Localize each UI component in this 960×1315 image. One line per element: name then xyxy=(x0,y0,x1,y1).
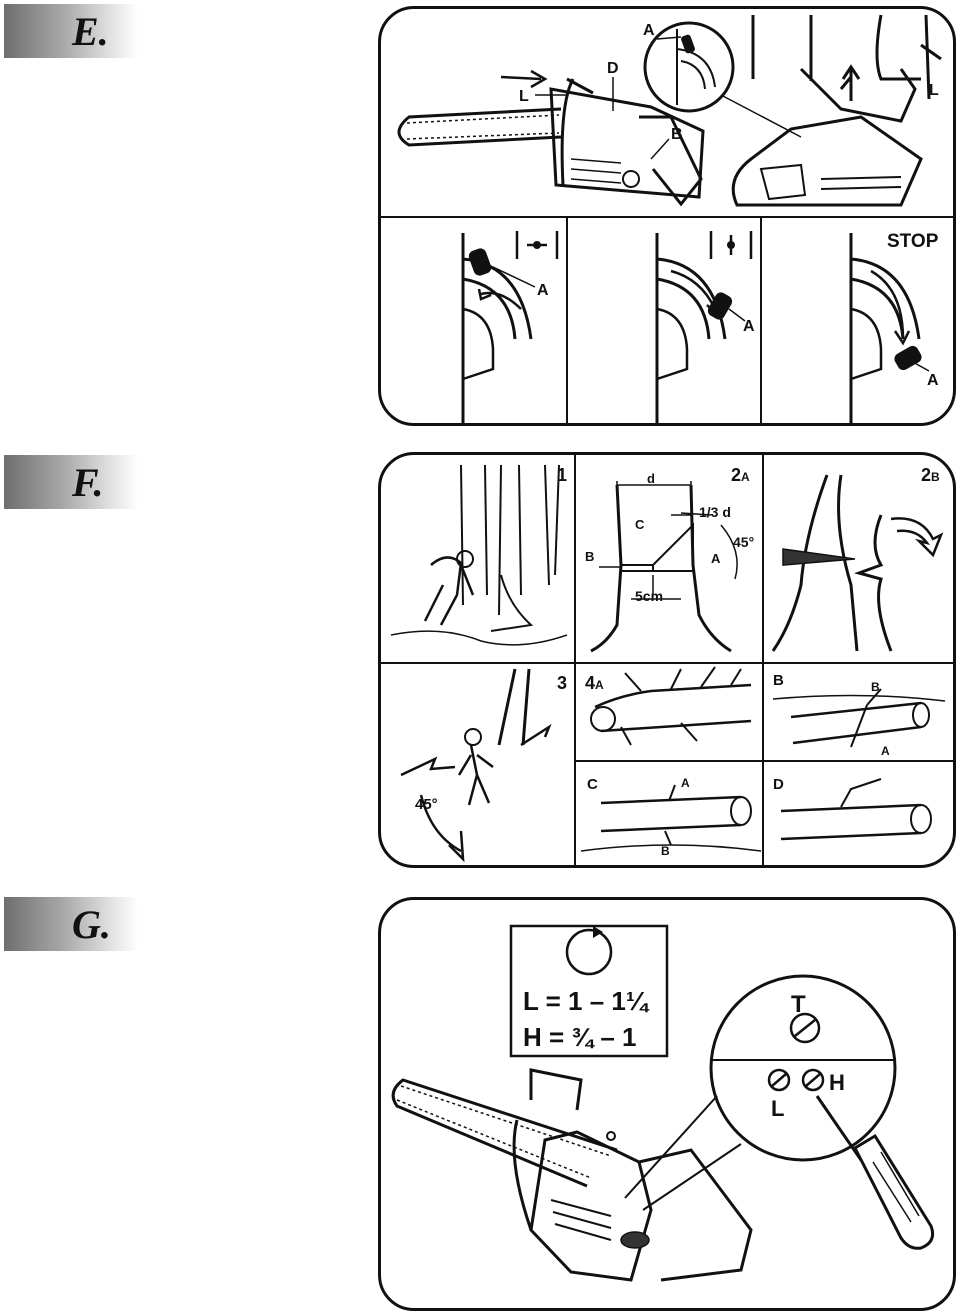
panel-e-illustration: L D B A L xyxy=(381,14,953,423)
formula-h: H = ¾ – 1 xyxy=(523,1022,636,1052)
label-f-4b: B xyxy=(773,672,784,689)
label-f-2b: 2B xyxy=(921,465,940,485)
screwdriver-icon xyxy=(815,1095,935,1250)
label-e-l-right: L xyxy=(929,82,939,99)
label-f-3: 3 xyxy=(557,673,567,693)
section-tab-f: F. xyxy=(4,455,138,509)
bucking-d-illustration xyxy=(780,778,932,841)
label-f-4b-a: A xyxy=(881,744,890,758)
hands-chainsaw-illustration xyxy=(731,14,942,207)
label-f-4c-b: B xyxy=(661,844,670,858)
label-f-45-notch: 45° xyxy=(733,534,754,550)
label-e-stop: STOP xyxy=(887,231,939,252)
carburetor-formula-box xyxy=(509,924,669,1058)
panel-f-illustration: 1 d 1/3 d C B A 45° 5cm 2A 2B xyxy=(381,455,953,865)
section-letter-f: F. xyxy=(72,460,104,505)
label-f-c: C xyxy=(635,517,645,532)
label-f-4c: C xyxy=(587,776,598,793)
panel-e: L D B A L xyxy=(378,6,956,426)
label-g-l: L xyxy=(771,1096,784,1121)
switch-position-2 xyxy=(655,231,753,423)
magnifier-detail xyxy=(643,21,802,138)
switch-position-stop xyxy=(849,233,930,423)
screw-h-icon xyxy=(801,1068,825,1092)
rotation-arrowhead-icon xyxy=(593,926,603,938)
label-f-4a: 4A xyxy=(585,673,604,693)
felling-wedge-illustration xyxy=(771,474,944,652)
switch-position-1 xyxy=(461,231,559,423)
felling-notch-diagram xyxy=(590,481,738,653)
section-letter-g: G. xyxy=(72,902,111,947)
label-e-b: B xyxy=(671,126,683,143)
screw-t-icon xyxy=(789,1012,821,1044)
limbing-illustration xyxy=(590,666,752,746)
section-letter-e: E. xyxy=(72,9,109,54)
label-f-5cm: 5cm xyxy=(635,588,663,604)
label-e-l-left: L xyxy=(519,88,529,105)
label-g-t: T xyxy=(791,991,806,1018)
formula-l: L = 1 – 1¼ xyxy=(523,986,650,1016)
label-e-a1: A xyxy=(537,282,549,299)
label-e-a: A xyxy=(643,22,655,39)
panel-f: 1 d 1/3 d C B A 45° 5cm 2A 2B xyxy=(378,452,956,868)
label-f-4c-a: A xyxy=(681,776,690,790)
chainsaw-illustration-left xyxy=(397,69,705,207)
felling-worker-illustration xyxy=(390,464,568,646)
bucking-c-illustration xyxy=(580,784,762,852)
label-f-4d: D xyxy=(773,776,784,793)
label-g-h: H xyxy=(829,1070,845,1095)
screw-l-icon xyxy=(767,1068,791,1092)
label-f-third: 1/3 d xyxy=(699,504,731,520)
section-tab-e: E. xyxy=(4,4,138,58)
label-f-45-retreat: 45° xyxy=(415,796,438,813)
label-e-a2: A xyxy=(743,318,755,335)
retreat-path-illustration xyxy=(400,668,552,863)
label-f-4b-b: B xyxy=(871,680,880,694)
bucking-b-illustration xyxy=(772,688,946,748)
section-tab-g: G. xyxy=(4,897,138,951)
label-f-b: B xyxy=(585,549,594,564)
label-e-a3: A xyxy=(927,372,939,389)
label-f-1: 1 xyxy=(557,465,567,485)
rotation-arrow-icon xyxy=(565,928,613,976)
label-f-a: A xyxy=(711,551,721,566)
label-f-2a: 2A xyxy=(731,465,750,485)
label-f-d: d xyxy=(647,471,655,486)
carburetor-screws-detail xyxy=(624,974,897,1211)
label-e-d: D xyxy=(607,60,619,77)
chainsaw-illustration-g xyxy=(391,1068,753,1282)
panel-g-illustration: L = 1 – 1¼ H = ¾ – 1 T L H xyxy=(391,924,935,1282)
panel-g: L = 1 – 1¼ H = ¾ – 1 T L H xyxy=(378,897,956,1311)
